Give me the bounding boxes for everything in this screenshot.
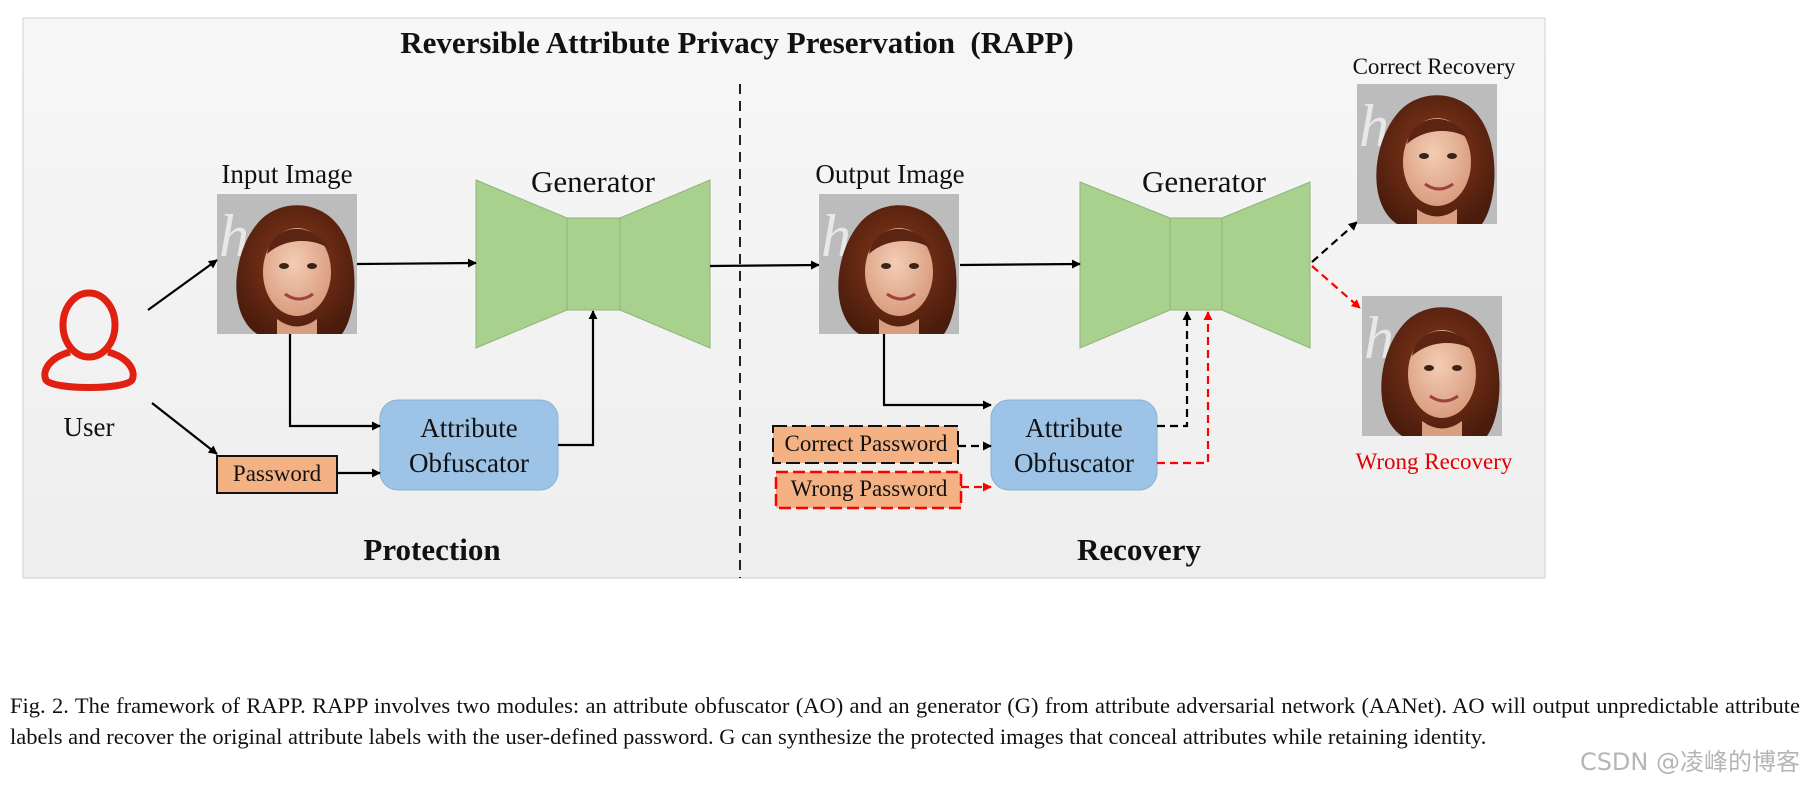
protection-label: Protection [363,532,500,567]
output-image-label: Output Image [815,159,964,189]
generator-label-1: Generator [531,164,656,199]
ao-line2-2: Obfuscator [1014,448,1134,478]
watermark: CSDN @凌峰的博客 [1579,748,1800,776]
generator-1 [475,179,711,349]
input-image [215,192,359,336]
password-box [216,455,338,494]
user-icon [41,289,137,391]
user-label: User [64,412,115,442]
correct-recovery-label: Correct Recovery [1353,54,1516,79]
figure-caption: Fig. 2. The framework of RAPP. RAPP invo… [10,693,1800,749]
output-image [817,192,961,336]
wrong-recovery-image [1360,294,1504,438]
ao-line2-1: Obfuscator [409,448,529,478]
figure-title: Reversible Attribute Privacy Preservatio… [400,25,1073,60]
ao-line1-1: Attribute [420,413,517,443]
wrong-path-arrows [961,265,1361,492]
wrong-password-label: Wrong Password [791,476,948,501]
correct-password-label: Correct Password [785,431,948,456]
protection-arrows [147,258,820,478]
generator-label-2: Generator [1142,164,1267,199]
correct-password-box [772,425,959,464]
recovery-label: Recovery [1077,532,1201,567]
wrong-password-box [774,470,963,510]
ao-line1-2: Attribute [1025,413,1122,443]
password-label: Password [233,461,322,486]
recovery-arrows [882,259,1081,410]
correct-recovery-image [1355,82,1499,226]
generator-2 [1079,181,1311,349]
input-image-label: Input Image [221,159,352,189]
wrong-recovery-label: Wrong Recovery [1356,449,1513,474]
correct-path-arrows [958,221,1358,451]
rapp-framework-figure: he Reversible Attribute Privacy Preserva… [22,17,1546,579]
